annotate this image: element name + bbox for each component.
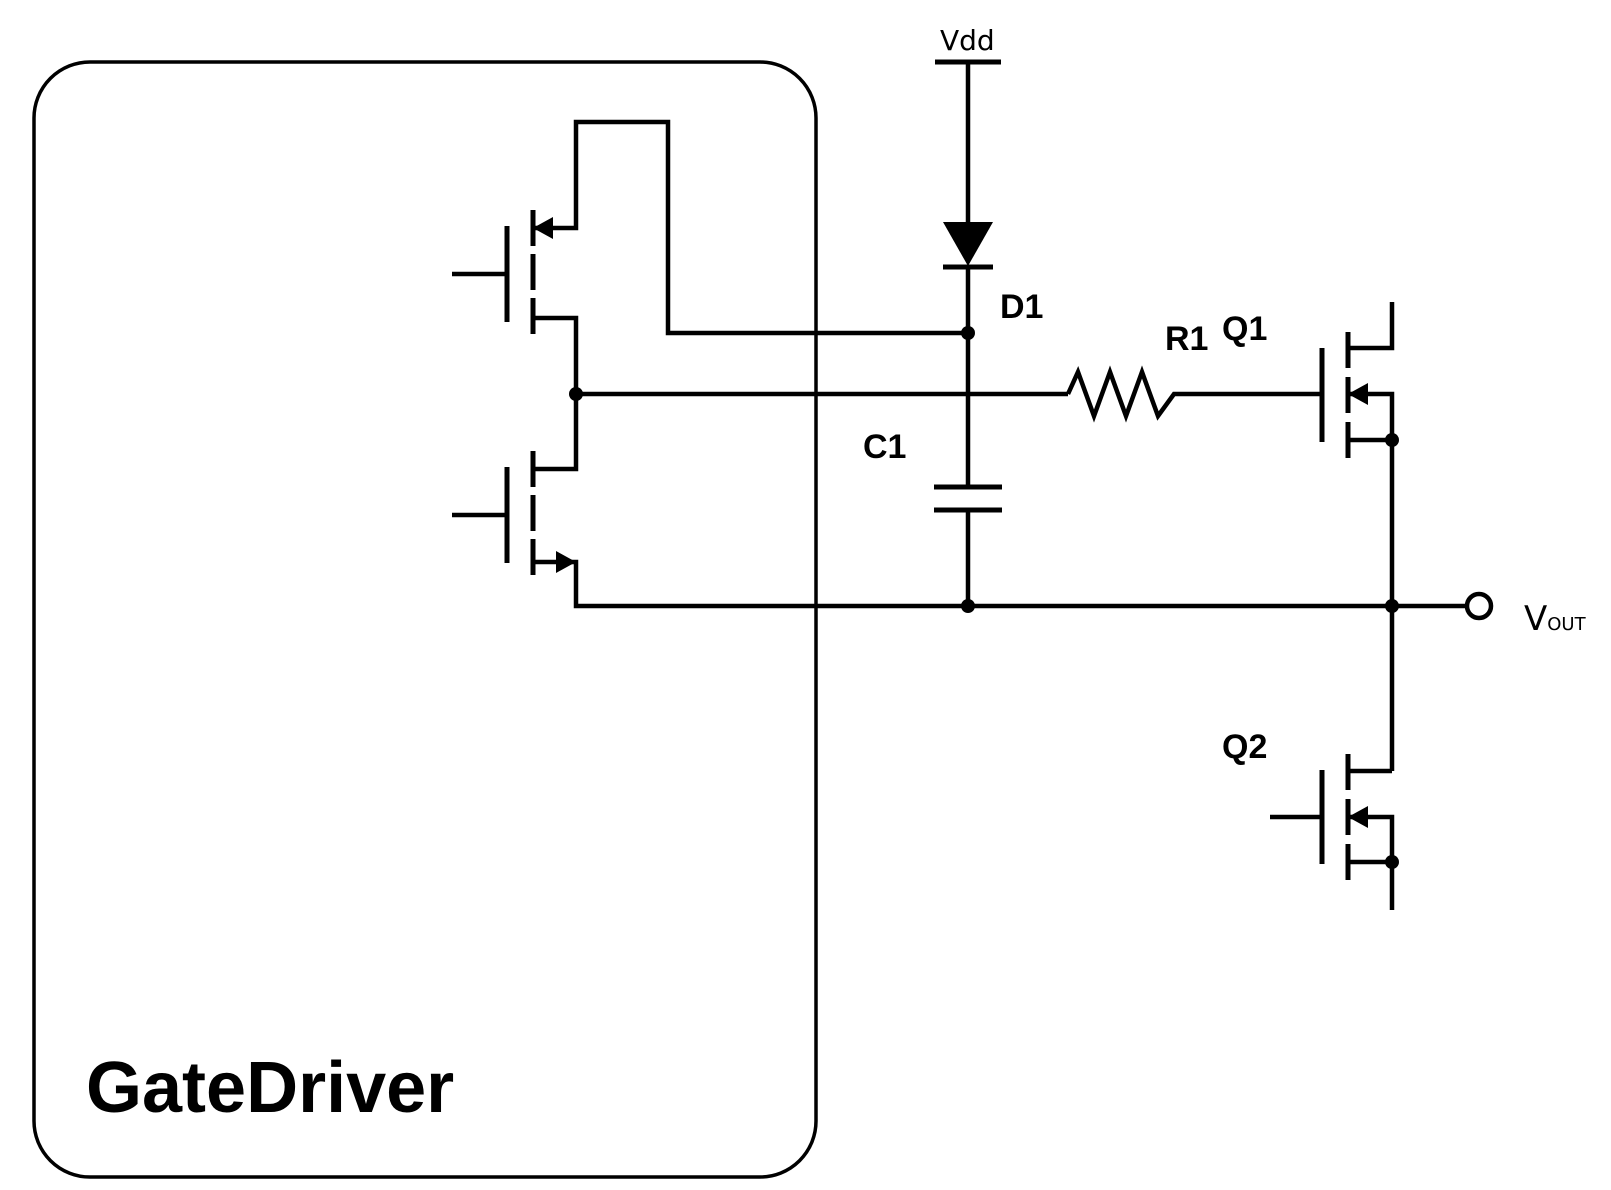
- diode-d1: D1: [943, 62, 1043, 333]
- mosfet-q1: Q1: [1222, 302, 1395, 606]
- capacitor-c1: C1: [863, 333, 1002, 606]
- junction-dot: [1385, 433, 1399, 447]
- vout-terminal[interactable]: [1464, 591, 1494, 621]
- q1-label: Q1: [1222, 310, 1267, 348]
- resistor-r1: R1: [1065, 320, 1322, 423]
- driver-nmos: [452, 394, 968, 609]
- gatedriver-label: GateDriver: [86, 1048, 454, 1128]
- q2-label: Q2: [1222, 728, 1267, 766]
- c1-label: C1: [863, 428, 906, 466]
- mosfet-q2: Q2: [1222, 606, 1395, 910]
- r1-label: R1: [1165, 320, 1208, 358]
- vdd-supply: Vdd: [935, 24, 1001, 65]
- junction-dot: [569, 387, 583, 401]
- driver-pmos: [452, 119, 968, 394]
- vout-label: VOUT: [1524, 599, 1587, 639]
- gatedriver-block: [32, 60, 818, 1179]
- d1-label: D1: [1000, 288, 1043, 326]
- junction-dot: [1385, 855, 1399, 869]
- vdd-label: Vdd: [940, 24, 995, 57]
